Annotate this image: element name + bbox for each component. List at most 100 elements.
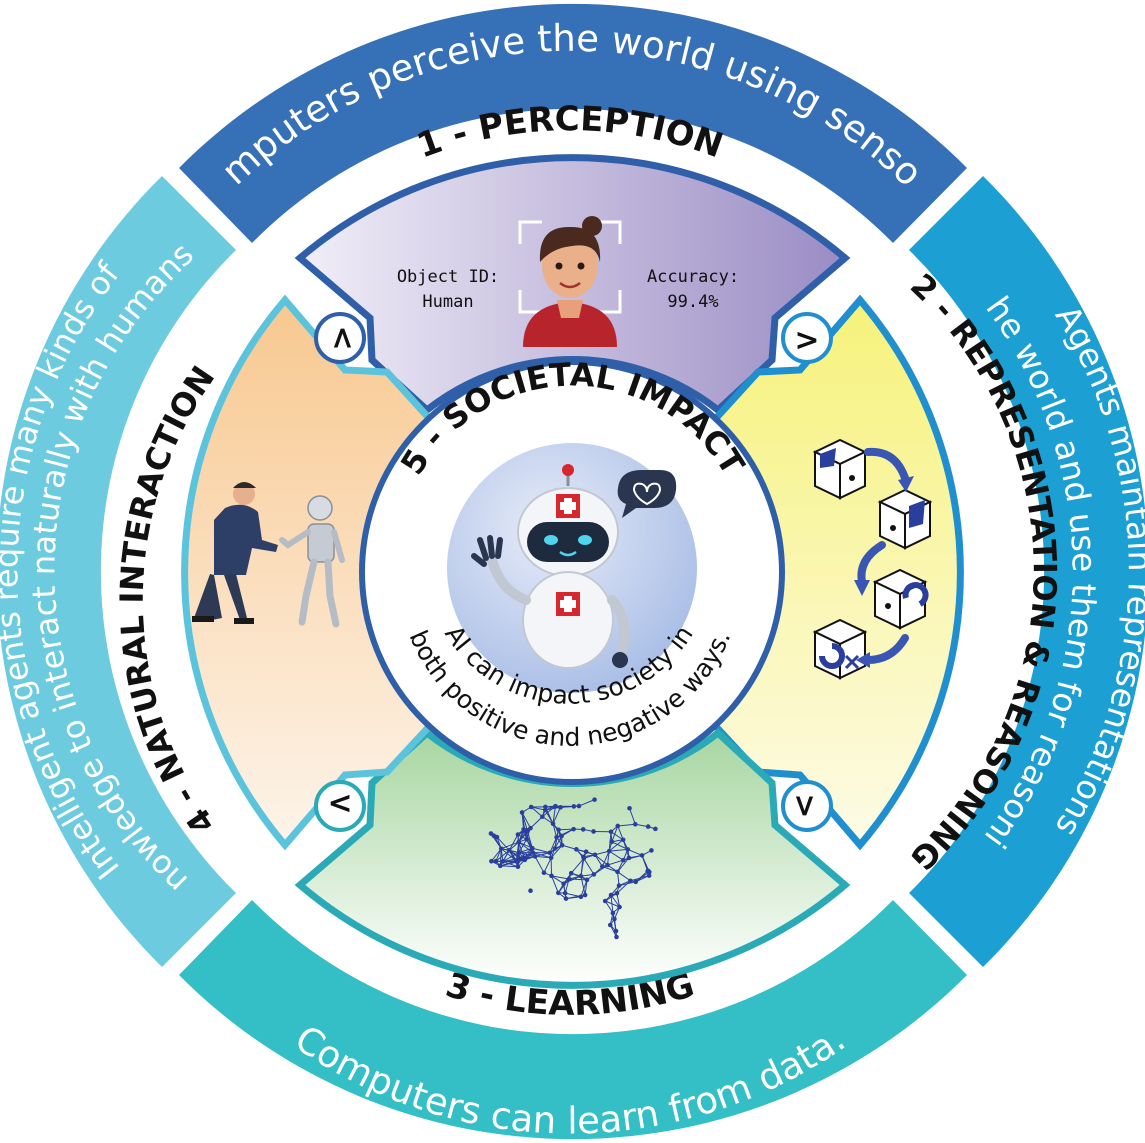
brain-node (591, 872, 597, 877)
brain-node (548, 855, 554, 861)
friendly-robot-icon (471, 464, 677, 669)
brain-node (500, 859, 506, 864)
arrow-badge-top-right: > (781, 312, 833, 364)
brain-node (609, 839, 615, 845)
brain-node (553, 803, 558, 809)
brain-link (518, 841, 526, 861)
brain-node (552, 846, 558, 851)
brain-link (550, 844, 563, 859)
brain-node (645, 868, 651, 874)
brain-link (610, 894, 620, 908)
brain-node (517, 856, 522, 861)
svg-text:>: > (327, 786, 352, 821)
brain-node (571, 826, 576, 832)
outer-ring-interaction (0, 176, 236, 967)
brain-link (611, 841, 628, 850)
brain-node (562, 890, 568, 896)
brain-node (561, 881, 566, 887)
brain-node (617, 904, 622, 910)
brain-link (617, 825, 624, 840)
brain-link (518, 839, 528, 853)
brain-link (500, 865, 518, 868)
brain-node (522, 857, 528, 863)
brain-node (633, 879, 639, 885)
brain-link (499, 848, 502, 866)
brain-node (581, 854, 586, 860)
rotating-cubes-icon (812, 438, 933, 680)
brain-link (618, 881, 636, 887)
brain-node (607, 922, 613, 928)
brain-node (615, 869, 620, 875)
brain-node (489, 858, 494, 864)
brain-link (532, 847, 550, 854)
brain-link (518, 841, 534, 854)
brain-node (574, 847, 579, 852)
brain-link (521, 812, 525, 830)
brain-node (580, 827, 586, 832)
brain-link (518, 852, 536, 857)
brain-node (543, 804, 548, 810)
brain-link (609, 848, 628, 852)
brain-link (641, 855, 649, 871)
svg-text:>: > (325, 325, 360, 350)
brain-node (614, 934, 619, 940)
brain-node (578, 873, 584, 879)
brain-link (534, 856, 545, 873)
brain-node (620, 857, 626, 863)
brain-link (570, 858, 585, 874)
brain-link (558, 828, 574, 831)
brain-link (608, 839, 624, 852)
brain-link (602, 866, 618, 873)
brain-node (608, 829, 614, 835)
brain-link (502, 860, 519, 868)
brain-node (592, 852, 598, 858)
arrow-badge-bottom-right: > (781, 780, 833, 832)
brain-link (521, 812, 531, 829)
brain-link (551, 875, 559, 894)
brain-node (559, 842, 565, 848)
brain-node (530, 850, 536, 855)
arrow-badge-bottom-left: > (314, 780, 366, 832)
brain-node (528, 804, 534, 810)
brain-link (530, 806, 543, 818)
brain-link (578, 799, 595, 807)
brain-node (528, 888, 533, 894)
brain-node (519, 810, 525, 815)
brain-link (551, 875, 564, 885)
brain-node (645, 824, 651, 829)
brain-node (554, 834, 559, 840)
brain-link (569, 878, 588, 881)
brain-link (534, 852, 550, 857)
brain-link (617, 823, 636, 827)
brain-node (649, 848, 654, 853)
brain-link (532, 852, 552, 859)
brain-node (549, 873, 554, 879)
brain-node (532, 854, 538, 859)
brain-node (498, 846, 504, 851)
brain-link (502, 852, 520, 862)
brain-link (543, 857, 552, 873)
brain-node (616, 883, 622, 888)
brain-node (528, 825, 533, 831)
brain-node (613, 928, 619, 934)
brain-node (612, 916, 617, 922)
brain-link (607, 851, 610, 866)
brain-node (646, 873, 652, 878)
brain-link (501, 841, 519, 850)
brain-link (580, 875, 586, 896)
brain-link (607, 859, 624, 866)
brain-node (626, 855, 632, 861)
brain-link (552, 823, 558, 838)
brain-link (549, 837, 558, 853)
brain-node (550, 821, 556, 826)
brain-node (628, 878, 633, 884)
brain-node (558, 805, 563, 810)
brain-node (620, 837, 626, 843)
brain-link (552, 806, 556, 824)
brain-link (608, 850, 624, 861)
brain-link (551, 875, 570, 880)
brain-node (627, 805, 632, 811)
arrow-badge-top-left: > (314, 312, 366, 364)
outer-ring-learning (179, 900, 967, 1140)
